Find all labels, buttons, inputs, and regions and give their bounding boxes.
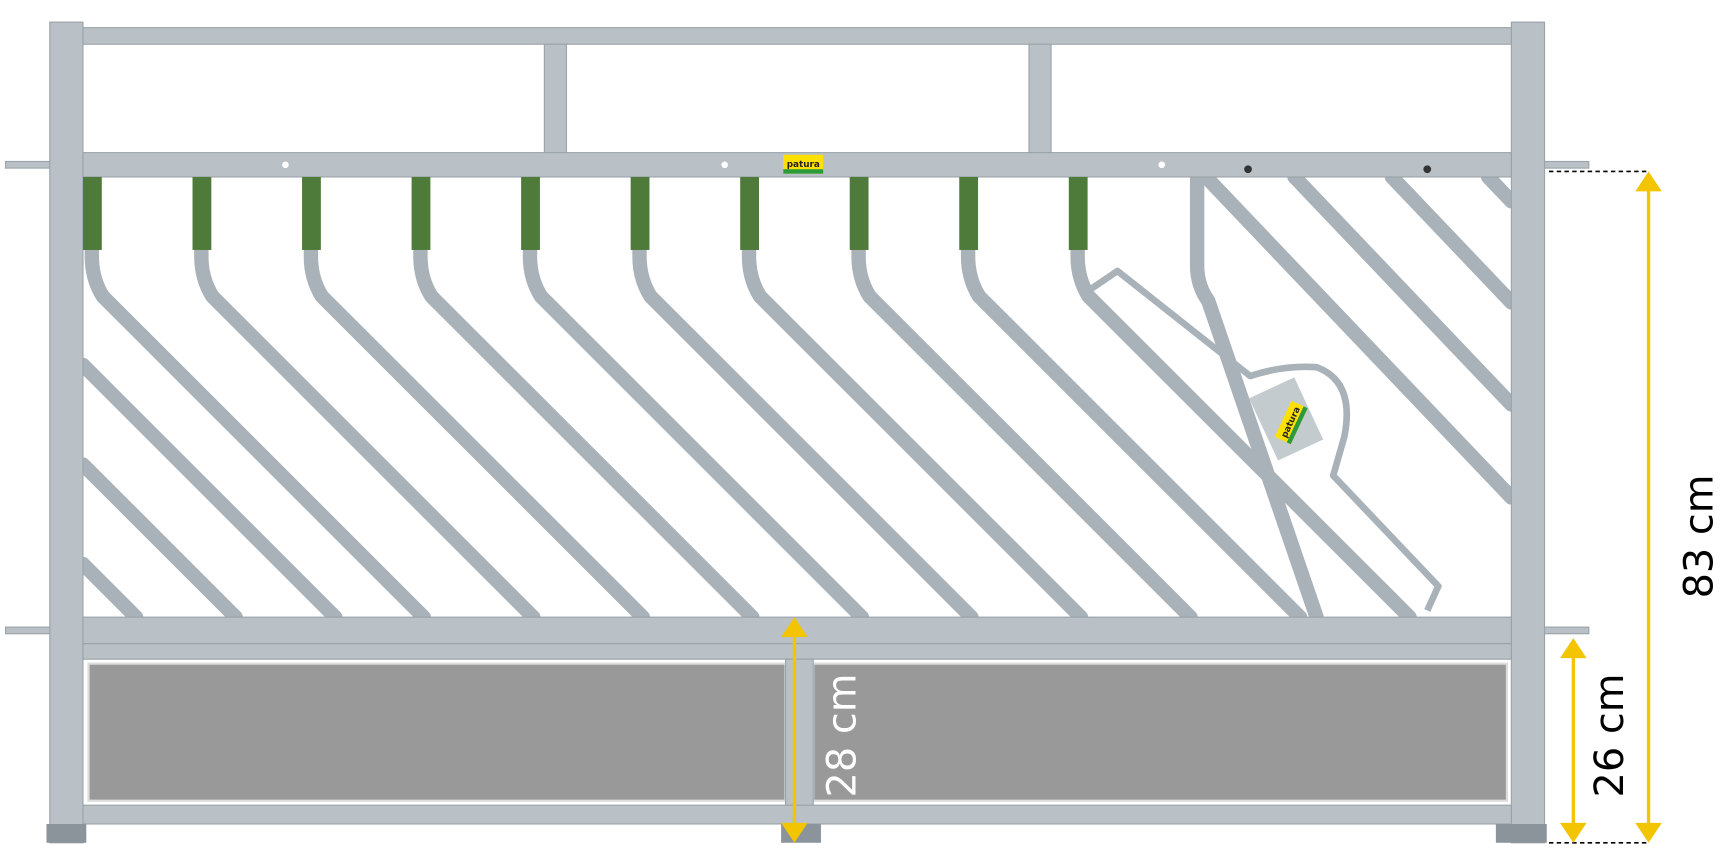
green-sleeve bbox=[1068, 176, 1088, 250]
green-sleeve bbox=[630, 176, 650, 250]
green-sleeve bbox=[302, 176, 321, 250]
diagonal-bar bbox=[522, 230, 870, 625]
dimension-26cm: 26 cm bbox=[1560, 638, 1633, 843]
top-rail bbox=[82, 27, 1512, 45]
right-post bbox=[1510, 21, 1546, 844]
svg-text:patura: patura bbox=[787, 160, 820, 170]
diagonal-bar-partial bbox=[75, 556, 144, 625]
diagonal-bar-partial bbox=[75, 357, 343, 625]
svg-text:83 cm: 83 cm bbox=[1677, 474, 1723, 598]
green-sleeve bbox=[849, 176, 869, 250]
green-sleeve bbox=[82, 176, 102, 250]
diagonal-bars bbox=[75, 169, 1519, 625]
diagonal-bar-right bbox=[1480, 169, 1519, 209]
green-sleeve bbox=[521, 176, 540, 250]
bottom-rail bbox=[82, 804, 1512, 825]
green-sleeves bbox=[82, 176, 1088, 250]
panel-left bbox=[87, 662, 787, 802]
diagonal-bar bbox=[194, 230, 541, 625]
diagonal-bar-right bbox=[1384, 169, 1519, 310]
patura-logo: patura bbox=[783, 154, 824, 174]
gate-bar bbox=[1189, 169, 1324, 625]
diagonal-bar bbox=[960, 230, 1308, 625]
diagonal-bar bbox=[851, 230, 1198, 625]
dimension-28cm: 28 cm bbox=[781, 617, 865, 843]
frame bbox=[4, 21, 1590, 844]
diagonal-bar bbox=[632, 230, 979, 625]
diagonal-bar-right bbox=[1198, 169, 1519, 505]
diagonal-bar bbox=[413, 230, 760, 625]
green-sleeve bbox=[740, 176, 759, 250]
diagonal-bar bbox=[1070, 230, 1417, 625]
diagonal-bar bbox=[741, 230, 1089, 625]
diagonal-bar-partial bbox=[75, 457, 243, 625]
diagonal-bar bbox=[84, 230, 431, 625]
green-sleeve bbox=[411, 176, 431, 250]
green-sleeve bbox=[192, 176, 212, 250]
diagonal-bar-right bbox=[1287, 169, 1519, 412]
green-sleeve bbox=[959, 176, 979, 250]
svg-text:26 cm: 26 cm bbox=[1587, 674, 1633, 798]
dimension-83cm: 83 cm bbox=[1548, 170, 1723, 844]
svg-text:28 cm: 28 cm bbox=[819, 674, 865, 798]
panel-right bbox=[812, 662, 1509, 802]
left-post bbox=[49, 21, 84, 844]
diagonal-bar bbox=[303, 230, 651, 625]
